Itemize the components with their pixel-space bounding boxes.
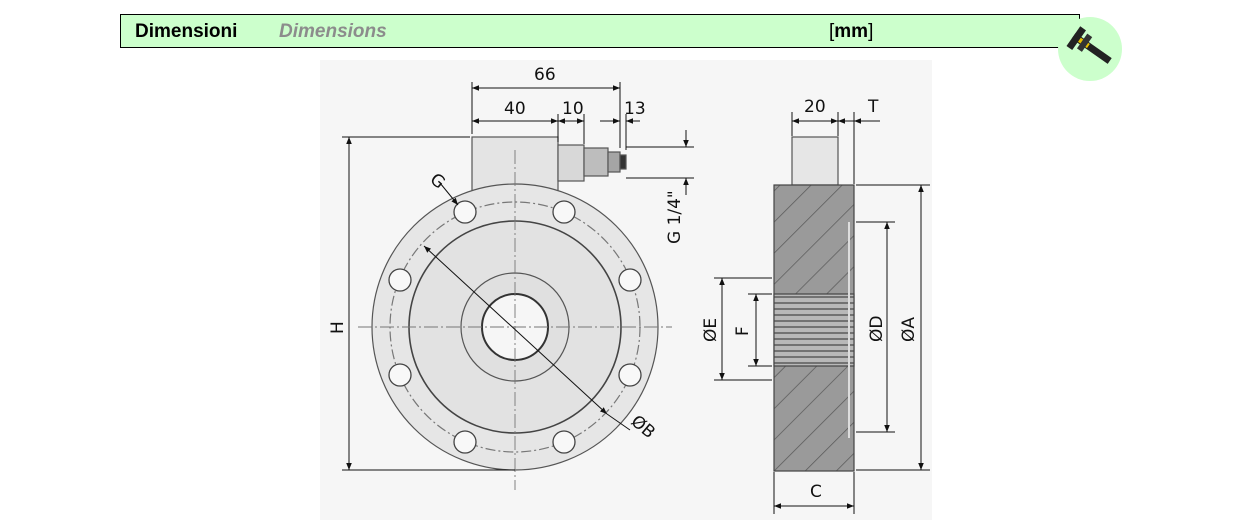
header-subtitle: Dimensions [279, 21, 387, 42]
dim-connector-tip: 13 [624, 99, 646, 119]
connector-tip [607, 151, 621, 173]
unit-text: mm [834, 21, 869, 42]
unit-label: [mm] [829, 21, 873, 43]
bolt-hole [388, 363, 412, 387]
unit-bracket-close: ] [868, 21, 874, 42]
label-t: T [867, 97, 879, 117]
unit-bracket-open: [ [829, 21, 835, 42]
label-c: C [810, 482, 822, 502]
bolt-hole [388, 268, 412, 292]
label-height: H [328, 321, 348, 334]
dim-side-top: 20 [804, 97, 826, 117]
header-bar: Dimensioni Dimensions [mm] [120, 14, 1080, 48]
side-view [773, 136, 855, 472]
bolt-hole [618, 363, 642, 387]
connector-body [557, 144, 585, 182]
connector-pin [619, 154, 627, 170]
bolt-hole [552, 430, 576, 454]
label-e: ØE [701, 318, 721, 342]
label-a: ØA [899, 317, 919, 342]
side-thread [773, 293, 855, 367]
dim-total-width: 66 [534, 65, 556, 85]
connector-nut [583, 147, 609, 177]
bolt-hole [552, 200, 576, 224]
bolt-hole [453, 200, 477, 224]
header-title: Dimensioni [135, 21, 238, 42]
label-f: F [733, 326, 753, 336]
bolt-hole [618, 268, 642, 292]
bolt-holes [388, 200, 642, 454]
dim-body: 40 [504, 99, 526, 119]
side-dimensions [714, 112, 930, 514]
caliper-icon [1058, 17, 1122, 81]
front-dimensions [342, 82, 694, 471]
bolt-hole [453, 430, 477, 454]
label-thread: G 1/4" [665, 190, 685, 244]
dim-connector: 10 [562, 99, 584, 119]
label-d: ØD [867, 316, 887, 342]
side-housing [791, 136, 839, 186]
